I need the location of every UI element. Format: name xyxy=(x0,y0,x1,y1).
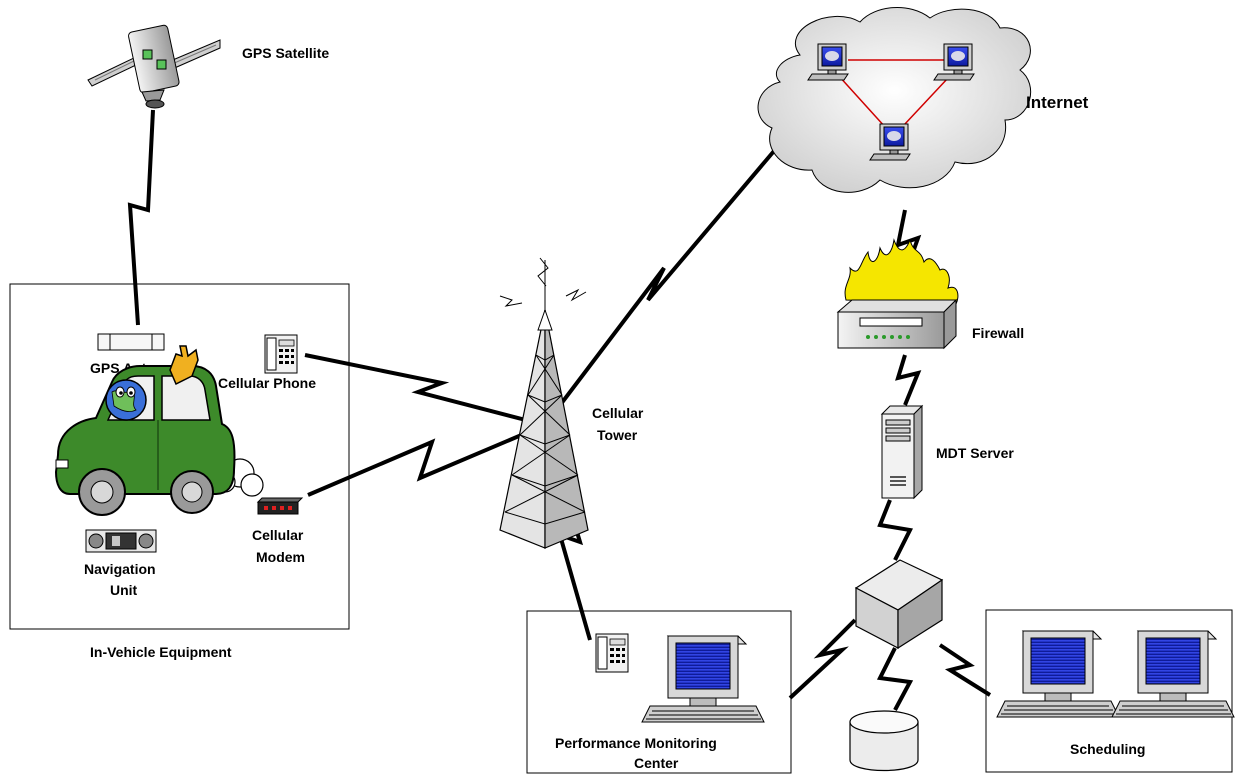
cellular-tower-icon xyxy=(499,257,589,549)
internet-label: Internet xyxy=(1026,93,1089,112)
navigation-unit-label-line2: Unit xyxy=(110,582,138,598)
gps-satellite-label: GPS Satellite xyxy=(242,45,329,61)
cellular-tower-label-line1: Cellular xyxy=(592,405,644,421)
link-switch-pmc xyxy=(788,618,857,700)
performance-monitoring-center-box xyxy=(526,610,792,774)
link-firewall-server xyxy=(895,354,922,406)
server-tower-icon xyxy=(880,404,924,500)
firewall-icon xyxy=(836,238,959,350)
cellular-phone-icon xyxy=(264,334,298,374)
link-switch-scheduling xyxy=(938,643,992,697)
link-satellite-antenna xyxy=(127,109,155,326)
link-switch-database xyxy=(876,647,914,711)
scheduling-label: Scheduling xyxy=(1070,741,1145,757)
mdt-server-label: MDT Server xyxy=(936,445,1014,461)
cellular-tower-label-line2: Tower xyxy=(597,427,638,443)
cloud-icon xyxy=(757,7,1032,193)
workstation-icon xyxy=(996,630,1120,718)
link-phone-tower xyxy=(304,353,546,427)
performance-monitoring-label-line1: Performance Monitoring xyxy=(555,735,717,751)
cellular-modem-label-line1: Cellular xyxy=(252,527,304,543)
car-icon xyxy=(54,345,264,516)
scheduling-box xyxy=(985,609,1233,773)
link-server-switch xyxy=(877,499,913,561)
database-icon xyxy=(849,710,919,772)
link-tower-internet xyxy=(543,136,787,427)
modem-icon xyxy=(256,497,304,515)
workstation-icon xyxy=(1111,630,1235,718)
wireless-links xyxy=(127,109,992,711)
satellite-icon xyxy=(87,24,221,109)
firewall-label: Firewall xyxy=(972,325,1024,341)
in-vehicle-equipment-label: In-Vehicle Equipment xyxy=(90,644,232,660)
cellular-phone-label: Cellular Phone xyxy=(218,375,316,391)
workstation-icon xyxy=(641,635,765,723)
desk-phone-icon xyxy=(595,633,629,673)
performance-monitoring-label-line2: Center xyxy=(634,755,679,771)
navigation-unit-icon xyxy=(85,529,157,553)
in-vehicle-equipment-box xyxy=(9,283,350,630)
navigation-unit-label-line1: Navigation xyxy=(84,561,156,577)
link-modem-tower xyxy=(307,423,546,497)
cellular-modem-label-line2: Modem xyxy=(256,549,305,565)
gps-antenna-icon xyxy=(97,333,165,351)
network-switch-icon xyxy=(854,559,944,650)
